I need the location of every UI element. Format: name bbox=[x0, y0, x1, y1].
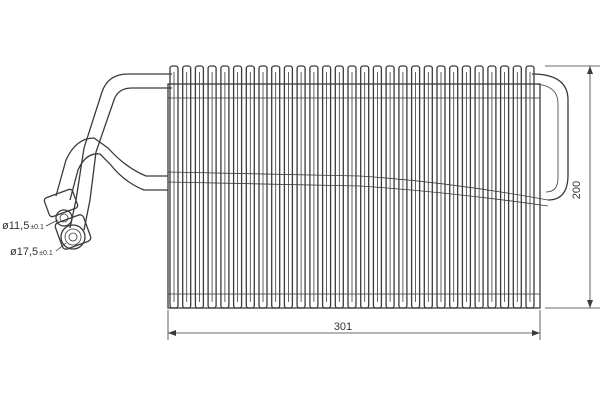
width-label: 301 bbox=[334, 321, 352, 333]
inlet-fitting bbox=[43, 188, 79, 227]
fin bbox=[347, 65, 357, 309]
fin bbox=[245, 65, 255, 309]
fin bbox=[321, 65, 332, 309]
height-arrow-top bbox=[587, 66, 593, 74]
upper-pipe-outer bbox=[69, 73, 172, 229]
fin bbox=[410, 65, 421, 309]
fin bbox=[436, 65, 446, 309]
core-outline bbox=[167, 83, 541, 309]
fin bbox=[207, 65, 217, 309]
fin bbox=[334, 65, 344, 309]
lower-pipe-inner bbox=[69, 153, 168, 201]
fin bbox=[499, 65, 510, 309]
upper-pipe-inner bbox=[83, 87, 172, 231]
return-tube bbox=[531, 73, 569, 201]
outlet-flange bbox=[54, 214, 92, 250]
fin bbox=[194, 65, 205, 309]
evaporator-core bbox=[167, 83, 541, 309]
outlet-port-outer bbox=[60, 224, 86, 250]
lower-pipe-outer bbox=[55, 137, 168, 197]
fin bbox=[525, 65, 535, 309]
fin bbox=[220, 65, 230, 309]
fin bbox=[385, 65, 395, 309]
fin-group bbox=[169, 65, 535, 309]
internal-tube-upper bbox=[167, 171, 549, 201]
outlet-diameter-label: ø17,5±0.1 bbox=[10, 246, 53, 258]
outlet-port-inner bbox=[68, 232, 78, 242]
fin bbox=[360, 65, 370, 309]
width-dimension: 301 bbox=[167, 310, 541, 340]
inlet-pipe-lower bbox=[55, 137, 168, 201]
width-arrow-left bbox=[168, 330, 176, 336]
height-label: 200 bbox=[571, 181, 583, 199]
fin bbox=[296, 65, 306, 309]
fin bbox=[461, 65, 472, 309]
fin bbox=[283, 65, 294, 309]
fin bbox=[474, 65, 484, 309]
inlet-pipe-upper bbox=[69, 73, 172, 231]
fin bbox=[512, 65, 522, 309]
inlet-port-inner bbox=[59, 213, 69, 223]
fin bbox=[232, 65, 243, 309]
outlet-fitting bbox=[54, 214, 92, 250]
fin bbox=[449, 65, 459, 309]
fin bbox=[309, 65, 319, 309]
fin bbox=[487, 65, 497, 309]
fin bbox=[271, 65, 281, 309]
return-tube-inner bbox=[531, 83, 559, 193]
fin bbox=[182, 65, 192, 309]
height-arrow-bottom bbox=[587, 300, 593, 308]
internal-tube-lower bbox=[167, 181, 549, 207]
outlet-leader bbox=[55, 242, 67, 252]
fin bbox=[423, 65, 433, 309]
inlet-leader bbox=[45, 219, 59, 227]
width-arrow-right bbox=[532, 330, 540, 336]
outlet-port-mid bbox=[64, 228, 82, 246]
fin bbox=[169, 65, 179, 309]
fin bbox=[398, 65, 408, 309]
inlet-diameter-label: ø11,5±0.1 bbox=[2, 220, 44, 232]
inlet-flange bbox=[43, 188, 79, 218]
height-dimension: 200 bbox=[545, 65, 600, 309]
fin bbox=[258, 65, 268, 309]
